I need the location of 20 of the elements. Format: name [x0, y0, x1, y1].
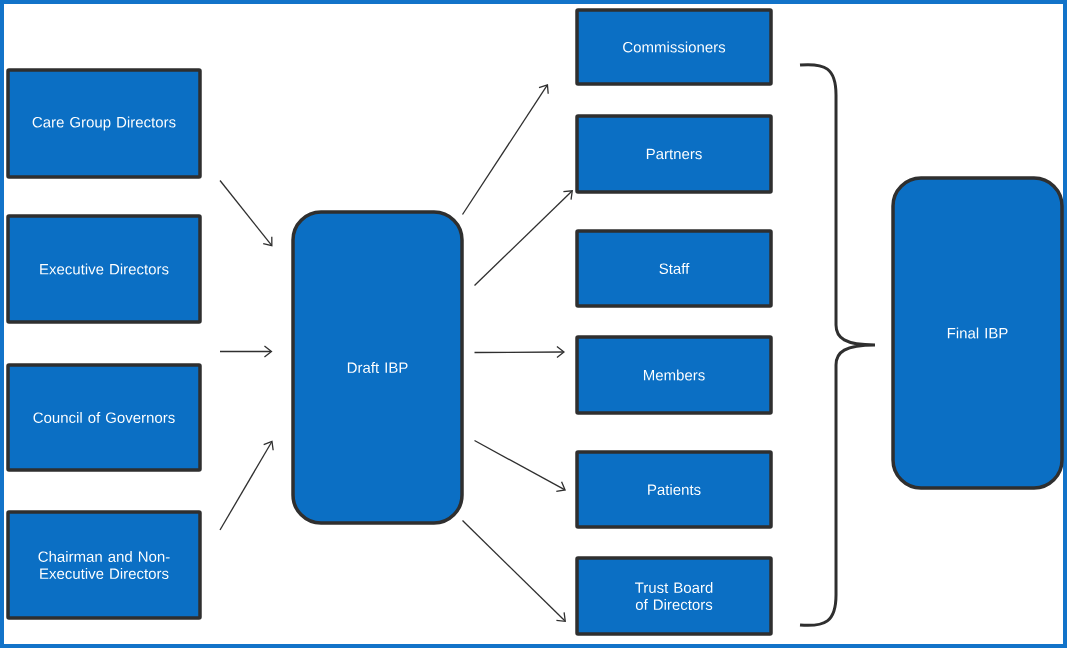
- rounded-box: Draft IBP: [291, 210, 464, 525]
- arrow: [219, 345, 273, 358]
- process-box: Members: [575, 335, 773, 415]
- process-box: Care Group Directors: [6, 68, 202, 179]
- arrow: [473, 190, 573, 287]
- arrow: [219, 440, 274, 531]
- arrow: [473, 439, 566, 493]
- process-box: Chairman and Non-Executive Directors: [6, 510, 202, 620]
- process-box: Council of Governors: [6, 363, 202, 472]
- arrow: [461, 519, 566, 622]
- process-box: Patients: [575, 450, 773, 529]
- process-box: Partners: [575, 114, 773, 194]
- process-box: Trust Board of Directors: [575, 556, 773, 636]
- arrow: [473, 345, 565, 359]
- process-box: Staff: [575, 229, 773, 308]
- process-box: Commissioners: [575, 8, 773, 86]
- process-box: Executive Directors: [6, 214, 202, 324]
- arrow: [461, 84, 549, 216]
- arrow: [219, 179, 273, 247]
- rounded-box: Final IBP: [891, 176, 1064, 490]
